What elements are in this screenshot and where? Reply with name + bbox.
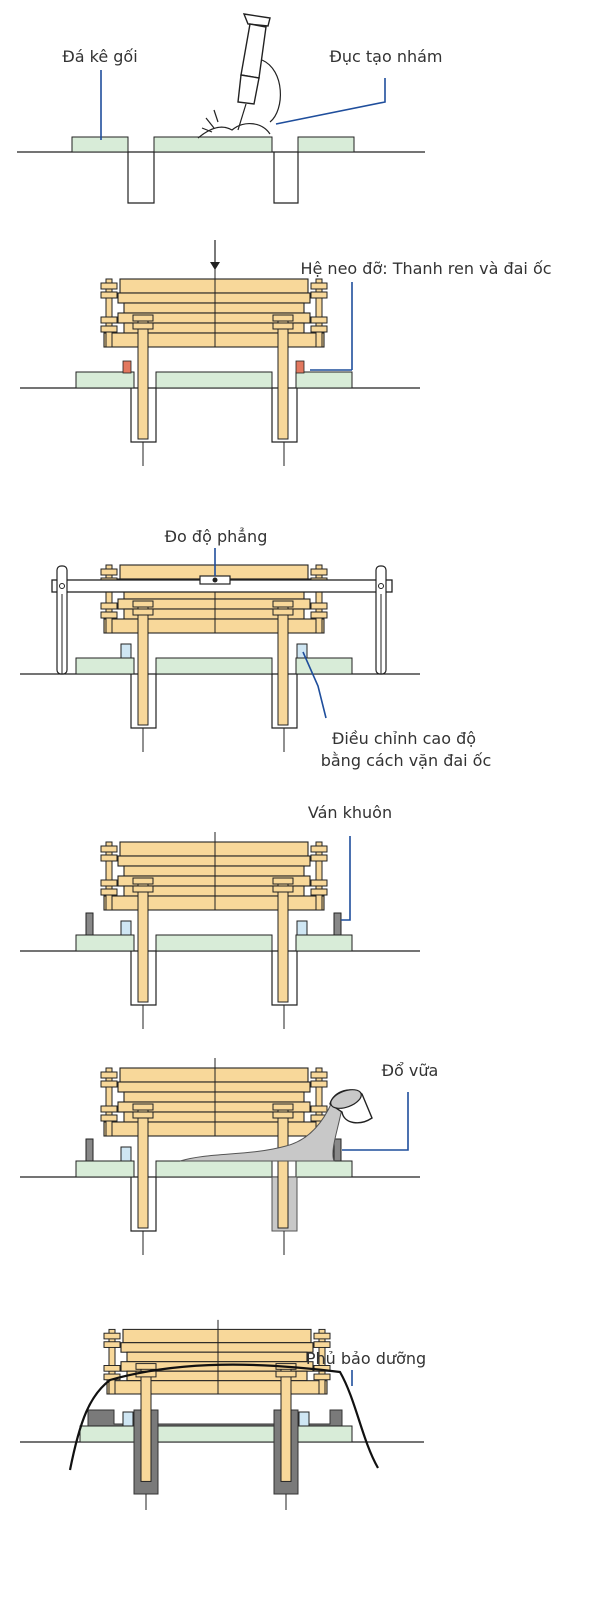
step-6-curing: Phủ bảo dưỡng — [20, 1319, 426, 1510]
label-anchor: Hệ neo đỡ: Thanh ren và đai ốc — [300, 259, 551, 278]
label-bearing-pad: Đá kê gối — [62, 47, 137, 66]
step-3-leveling: Đo độ phẳng Điều chỉnh cao độ bằng cách … — [19, 527, 492, 770]
step-4-formwork: Ván khuôn — [19, 803, 421, 1030]
chipping-hammer-icon — [197, 13, 281, 139]
label-adjust-line1: Điều chỉnh cao độ — [332, 729, 476, 748]
label-formwork: Ván khuôn — [308, 803, 392, 822]
label-roughening: Đục tạo nhám — [329, 47, 442, 66]
label-cover: Phủ bảo dưỡng — [306, 1349, 426, 1368]
label-adjust-line2: bằng cách vặn đai ốc — [321, 751, 492, 770]
step-1-roughening: Đá kê gối Đục tạo nhám — [17, 13, 443, 204]
grout-bucket-icon — [329, 1089, 373, 1124]
label-grout: Đổ vữa — [382, 1061, 439, 1080]
label-level: Đo độ phẳng — [165, 527, 268, 546]
step-5-grouting: Đổ vữa — [20, 1057, 439, 1255]
level-gauge-icon — [51, 565, 393, 675]
step-2-anchor: Hệ neo đỡ: Thanh ren và đai ốc — [19, 240, 552, 467]
